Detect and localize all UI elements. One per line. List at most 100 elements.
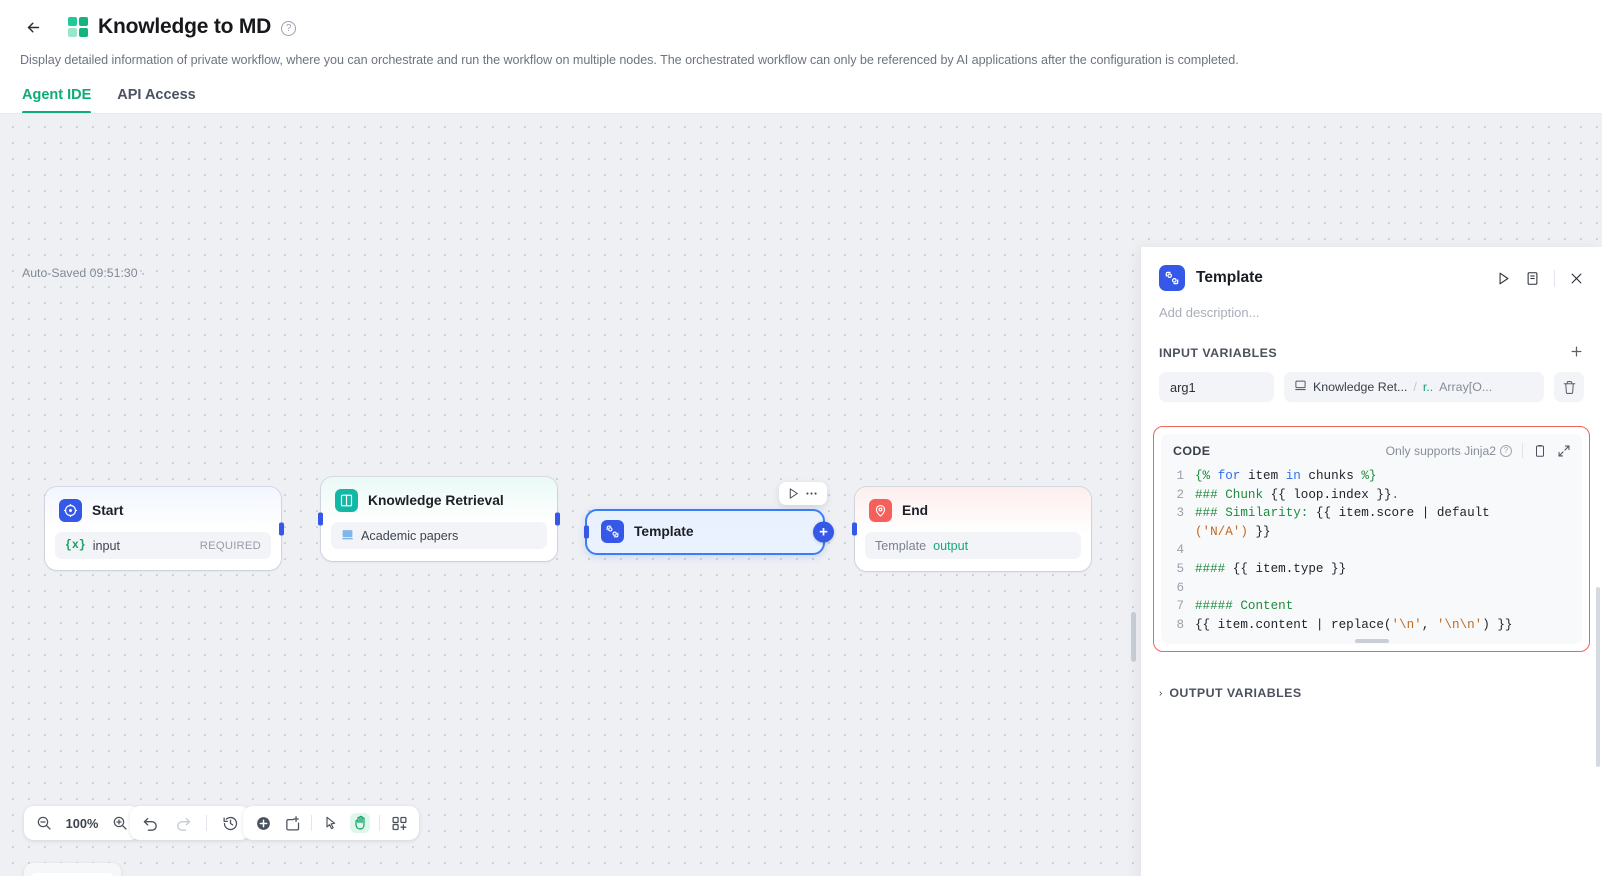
divider [1554, 269, 1555, 287]
panel-actions [1496, 269, 1584, 287]
workflow-stage: Auto-Saved 09:51:30 · Run Configure MCP … [0, 114, 1602, 876]
code-line: 8{{ item.content | replace('\n', '\n\n')… [1161, 616, 1582, 635]
node-detail-panel: Template Add description... INPUT VARIAB… [1140, 247, 1602, 876]
minimap[interactable] [24, 863, 121, 876]
line-text: ### Similarity: {{ item.score | default [1195, 506, 1490, 521]
add-next-node-button[interactable]: + [813, 521, 834, 543]
node-field-input[interactable]: {x} input REQUIRED [55, 532, 271, 559]
tab-api-access[interactable]: API Access [117, 87, 196, 103]
code-line: 4 [1161, 541, 1582, 560]
tab-agent-ide[interactable]: Agent IDE [22, 87, 92, 114]
node-header: End [855, 487, 1091, 532]
line-number: 7 [1176, 599, 1184, 614]
output-handle[interactable] [279, 522, 284, 535]
expand-icon[interactable] [1557, 444, 1571, 458]
field-label: input [92, 538, 121, 553]
history-icon[interactable] [220, 813, 240, 833]
line-number: 3 [1176, 506, 1184, 521]
variable-source-label: Knowledge Ret... [1313, 380, 1408, 394]
node-body: {x} input REQUIRED [45, 532, 281, 570]
title-row: Knowledge to MD ? [20, 10, 1582, 44]
add-node-icon[interactable] [253, 813, 273, 833]
node-field-output[interactable]: Template output [865, 532, 1081, 559]
history-toolbar [130, 806, 250, 840]
panel-header: Template [1141, 247, 1602, 291]
line-text [1195, 579, 1582, 598]
clipboard-icon[interactable] [1533, 444, 1547, 458]
trash-icon[interactable] [1554, 372, 1584, 402]
book-icon [335, 489, 358, 512]
node-knowledge-retrieval[interactable]: Knowledge Retrieval Academic papers [318, 477, 560, 561]
code-editor[interactable]: CODE Only supports Jinja2 ? [1161, 434, 1582, 645]
hand-icon[interactable] [350, 813, 370, 833]
code-content[interactable]: 1{% for item in chunks %} 2### Chunk {{ … [1161, 465, 1582, 644]
node-template[interactable]: Template + [584, 509, 834, 555]
dataset-icon [341, 528, 354, 544]
undo-icon[interactable] [140, 813, 160, 833]
node-title: End [902, 503, 929, 518]
node-field-dataset[interactable]: Academic papers [331, 522, 547, 549]
zoom-out-icon[interactable] [34, 813, 54, 833]
code-label: CODE [1173, 443, 1211, 458]
close-icon[interactable] [1569, 271, 1584, 286]
node-end[interactable]: End Template output [852, 487, 1091, 571]
zoom-in-icon[interactable] [110, 813, 130, 833]
input-handle[interactable] [318, 512, 323, 526]
line-text [1195, 541, 1582, 560]
variable-key-input[interactable]: arg1 [1159, 372, 1274, 402]
line-text: ##### Content [1195, 599, 1294, 614]
zoom-toolbar: 100% [24, 806, 140, 840]
plus-icon[interactable] [1569, 344, 1584, 362]
node-title: Start [92, 503, 124, 518]
canvas-scrollbar[interactable] [1131, 612, 1136, 662]
input-handle[interactable] [852, 522, 857, 536]
code-scrollbar[interactable] [1354, 639, 1389, 644]
description-input[interactable]: Add description... [1159, 305, 1260, 320]
panel-scrollbar[interactable] [1596, 587, 1600, 767]
line-number: 5 [1176, 561, 1184, 576]
field-label-wrap: Academic papers [341, 528, 458, 544]
pointer-icon[interactable] [321, 813, 341, 833]
chevron-right-icon: › [1159, 687, 1163, 699]
page-title: Knowledge to MD [98, 15, 272, 38]
knowledge-node-icon [1294, 379, 1307, 395]
line-number [1161, 523, 1195, 542]
variable-icon: {x} [65, 539, 86, 552]
play-icon[interactable] [1496, 271, 1511, 286]
output-variables-label: OUTPUT VARIABLES [1169, 686, 1302, 701]
line-text: ('N/A') }} [1195, 524, 1271, 539]
back-button[interactable] [20, 14, 46, 40]
divider [206, 815, 207, 831]
divider [311, 815, 312, 831]
node-start[interactable]: Start {x} input REQUIRED [45, 487, 284, 570]
code-hint: Only supports Jinja2 ? [1386, 444, 1512, 458]
organize-blocks-icon[interactable] [389, 813, 409, 833]
panel-title: Template [1196, 269, 1263, 286]
minimap-viewport [32, 873, 113, 876]
add-note-icon[interactable] [282, 813, 302, 833]
duplicate-icon[interactable] [1525, 271, 1540, 286]
end-pin-icon [869, 499, 892, 522]
grid-logo-icon [68, 17, 88, 37]
play-icon[interactable] [787, 487, 800, 500]
help-icon[interactable]: ? [281, 20, 297, 36]
zoom-level[interactable]: 100% [65, 815, 99, 831]
field-label-wrap: {x} input [65, 539, 120, 553]
redo-icon[interactable] [173, 813, 193, 833]
field-required-badge: REQUIRED [199, 539, 261, 552]
code-line: 2### Chunk {{ loop.index }}. [1161, 486, 1582, 505]
help-circle-icon[interactable]: ? [1500, 444, 1512, 457]
node-body: Template output [855, 532, 1091, 570]
output-handle[interactable] [555, 512, 560, 526]
node-hover-actions [779, 482, 827, 505]
ellipsis-icon[interactable] [804, 486, 819, 501]
start-target-icon [59, 499, 82, 522]
code-line: 1{% for item in chunks %} [1161, 467, 1582, 486]
tab-bar: Agent IDE API Access [0, 87, 1602, 114]
output-variables-section[interactable]: › OUTPUT VARIABLES [1141, 652, 1602, 700]
variable-type-label: Array[O... [1439, 380, 1493, 394]
output-source-label: Template [875, 538, 927, 553]
variable-source-select[interactable]: Knowledge Ret... / r.. Array[O... [1284, 372, 1544, 402]
input-handle[interactable] [584, 525, 589, 539]
line-number: 6 [1176, 580, 1184, 595]
